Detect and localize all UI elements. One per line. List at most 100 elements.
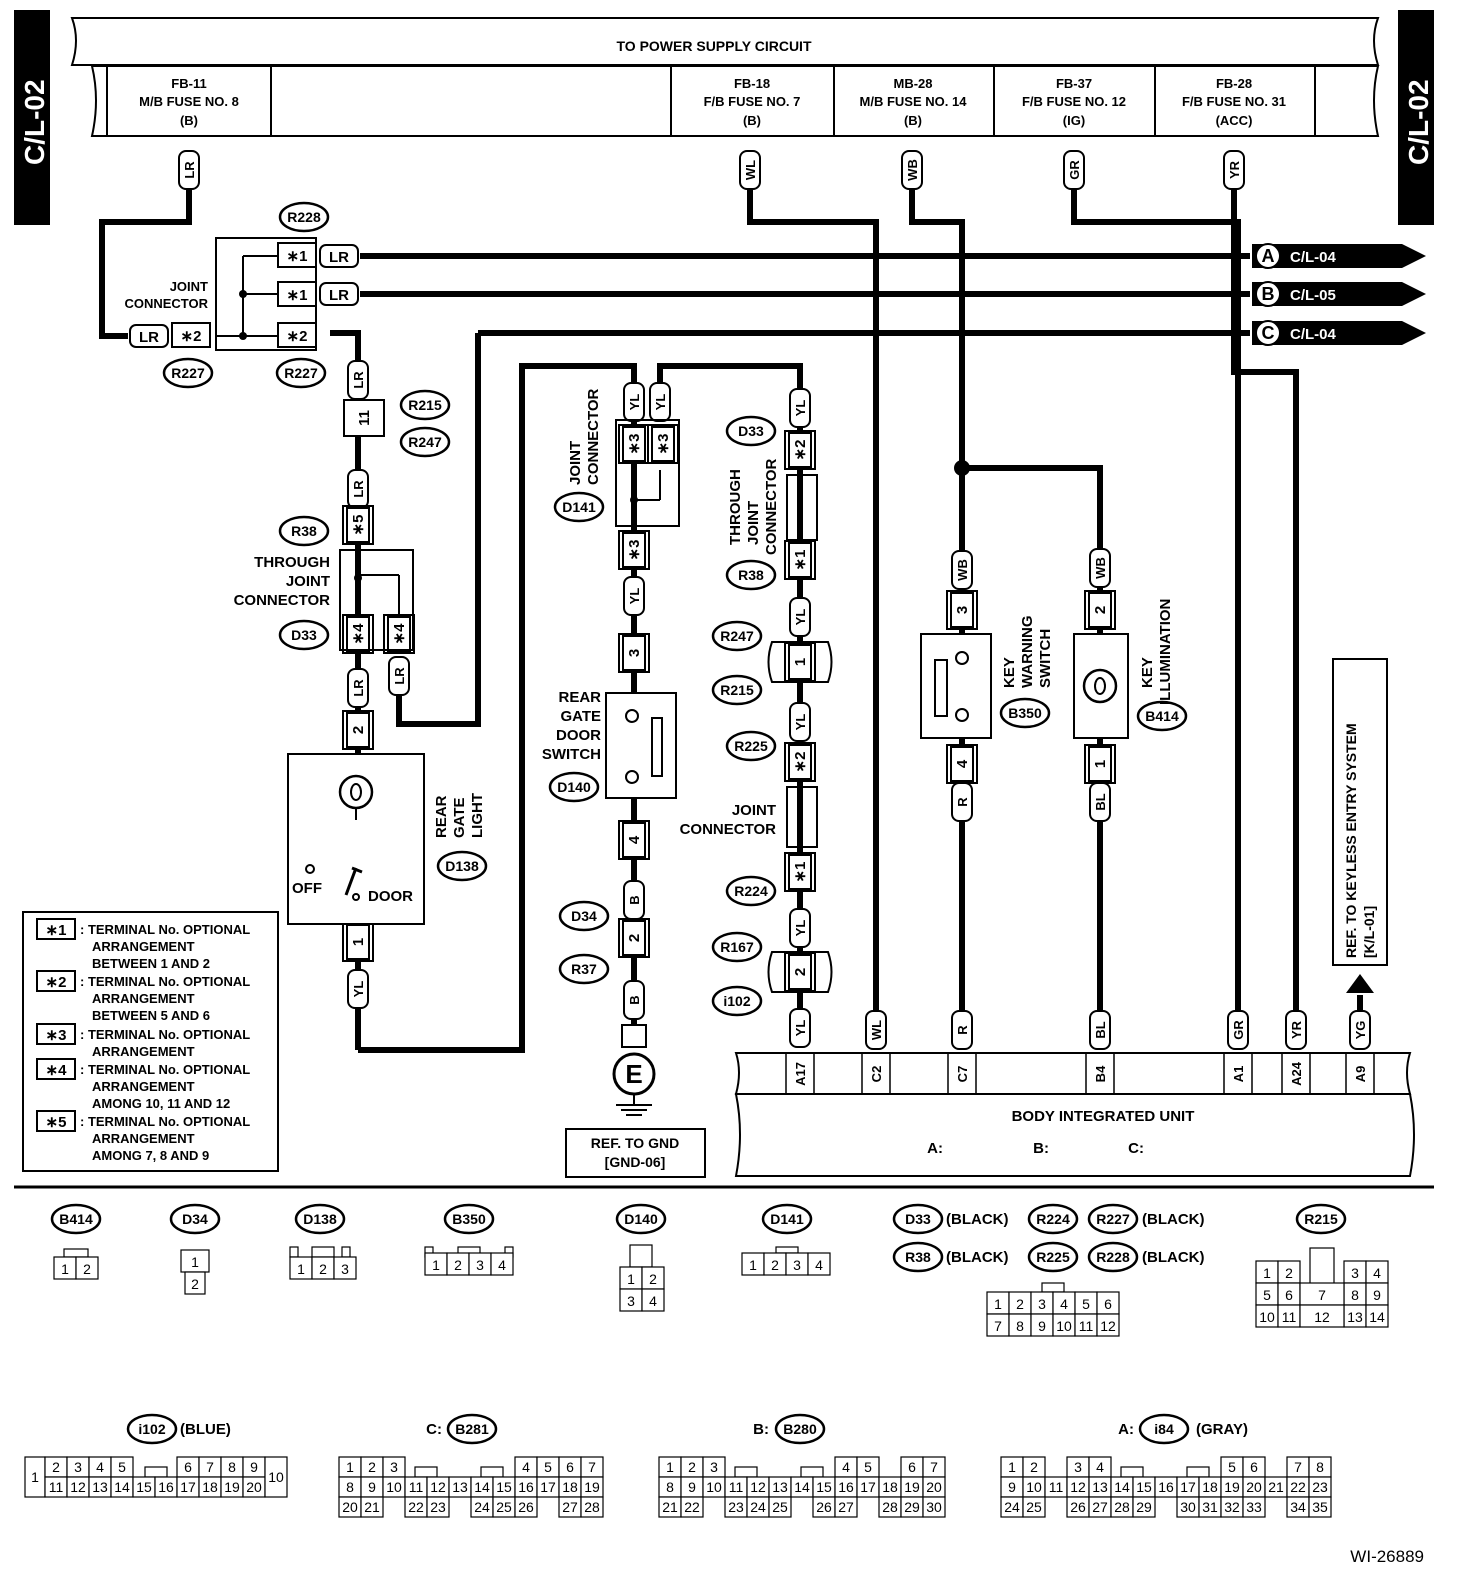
- svg-text:10: 10: [1056, 1318, 1072, 1334]
- svg-text:13: 13: [1092, 1479, 1108, 1495]
- svg-text:9: 9: [1008, 1479, 1016, 1495]
- svg-text:GR: GR: [1231, 1020, 1246, 1040]
- svg-text:19: 19: [1224, 1479, 1240, 1495]
- svg-text:D34: D34: [571, 908, 597, 924]
- terminal: ∗2: [784, 430, 816, 470]
- svg-text:19: 19: [904, 1479, 920, 1495]
- svg-text:13: 13: [452, 1479, 468, 1495]
- svg-text:YL: YL: [793, 920, 808, 937]
- svg-text:24: 24: [1004, 1499, 1020, 1515]
- ground-symbol: E REF. TO GND [GND-06]: [565, 1024, 706, 1178]
- svg-text:R: R: [955, 1025, 970, 1035]
- svg-text:WARNING: WARNING: [1019, 616, 1036, 689]
- svg-text:A24: A24: [1289, 1061, 1304, 1086]
- svg-text:∗5: ∗5: [350, 515, 367, 536]
- svg-text:11: 11: [356, 410, 373, 426]
- svg-text:2: 2: [1016, 1296, 1024, 1312]
- svg-text:28: 28: [882, 1499, 898, 1515]
- svg-text:(ACC): (ACC): [1216, 113, 1253, 128]
- svg-text:R37: R37: [571, 961, 597, 977]
- bu-pin: A24: [1281, 1053, 1311, 1094]
- svg-text:R167: R167: [720, 939, 754, 955]
- svg-text:16: 16: [158, 1479, 174, 1495]
- svg-text:7: 7: [1318, 1287, 1326, 1303]
- svg-text:9: 9: [250, 1459, 258, 1475]
- svg-text:JOINT: JOINT: [745, 501, 762, 545]
- svg-text:4: 4: [1096, 1459, 1104, 1475]
- svg-text:28: 28: [1114, 1499, 1130, 1515]
- svg-text:SWITCH: SWITCH: [542, 746, 601, 763]
- svg-text:DOOR: DOOR: [368, 888, 413, 905]
- svg-text:13: 13: [772, 1479, 788, 1495]
- svg-text:21: 21: [1268, 1479, 1284, 1495]
- svg-text:WL: WL: [743, 160, 758, 180]
- svg-text:∗4: ∗4: [391, 623, 408, 645]
- svg-text:15: 15: [496, 1479, 512, 1495]
- svg-text:4: 4: [815, 1257, 823, 1273]
- svg-text:3: 3: [627, 1293, 635, 1309]
- wire-label-wb: WB: [1089, 548, 1111, 588]
- svg-text:YL: YL: [653, 394, 668, 411]
- svg-text:DOOR: DOOR: [556, 727, 601, 744]
- connector-r215: R215: [399, 389, 451, 421]
- svg-text:(BLACK): (BLACK): [946, 1211, 1008, 1228]
- svg-text:A9: A9: [1353, 1066, 1368, 1083]
- svg-text:3: 3: [74, 1459, 82, 1475]
- svg-text:JOINT: JOINT: [170, 279, 208, 294]
- svg-text:∗1: ∗1: [46, 922, 67, 939]
- bu-pin: C2: [861, 1053, 891, 1094]
- svg-text:32: 32: [1224, 1499, 1240, 1515]
- svg-text:29: 29: [1136, 1499, 1152, 1515]
- connector-r247: R247: [711, 620, 763, 652]
- svg-text:4: 4: [626, 835, 643, 844]
- svg-text:16: 16: [518, 1479, 534, 1495]
- svg-text:12: 12: [430, 1479, 446, 1495]
- legend-item: ∗2: TERMINAL No. OPTIONALARRANGEMENTBETW…: [36, 970, 250, 1023]
- svg-text:BL: BL: [1093, 793, 1108, 810]
- svg-text:1: 1: [792, 658, 809, 666]
- terminal: ∗5: [342, 505, 374, 545]
- svg-text:M/B FUSE NO. 8: M/B FUSE NO. 8: [139, 94, 239, 109]
- svg-text:i102: i102: [138, 1421, 165, 1437]
- svg-text:LR: LR: [351, 679, 366, 697]
- power-supply-title: TO POWER SUPPLY CIRCUIT: [617, 38, 812, 54]
- svg-text:REAR: REAR: [433, 795, 450, 838]
- svg-text:∗5: ∗5: [46, 1114, 67, 1131]
- svg-text:B:: B:: [1033, 1140, 1049, 1157]
- svg-text:AMONG 10, 11 AND 12: AMONG 10, 11 AND 12: [92, 1096, 230, 1111]
- through-joint-connector-d33: THROUGH JOINT CONNECTOR: [234, 549, 414, 651]
- svg-text:ILLUMINATION: ILLUMINATION: [1157, 599, 1174, 705]
- svg-text:25: 25: [496, 1499, 512, 1515]
- svg-text:15: 15: [136, 1479, 152, 1495]
- legend-item: ∗4: TERMINAL No. OPTIONALARRANGEMENTAMON…: [36, 1058, 250, 1111]
- svg-text:R228: R228: [1096, 1249, 1130, 1265]
- wire-label-bl: BL: [1089, 1010, 1111, 1050]
- svg-text:R38: R38: [738, 567, 764, 583]
- svg-text:REF. TO KEYLESS ENTRY SYSTEM: REF. TO KEYLESS ENTRY SYSTEM: [1343, 723, 1359, 958]
- connector-r38: R38: [278, 515, 330, 547]
- svg-text:21: 21: [662, 1499, 678, 1515]
- connector-i102: i102: [711, 985, 763, 1017]
- body-integrated-unit: BODY INTEGRATED UNIT A: B: C:: [734, 1052, 1415, 1177]
- svg-text:∗1: ∗1: [792, 862, 809, 883]
- svg-text:YL: YL: [793, 1020, 808, 1037]
- svg-text:B350: B350: [452, 1211, 486, 1227]
- svg-text:1: 1: [350, 938, 367, 946]
- connector-b350: B350: [999, 697, 1051, 729]
- svg-text:YL: YL: [793, 400, 808, 417]
- svg-text:[K/L-01]: [K/L-01]: [1361, 906, 1377, 958]
- svg-text:8: 8: [1351, 1287, 1359, 1303]
- svg-text:9: 9: [368, 1479, 376, 1495]
- svg-text:THROUGH: THROUGH: [727, 469, 744, 545]
- svg-text:i84: i84: [1154, 1421, 1174, 1437]
- svg-text:27: 27: [1092, 1499, 1108, 1515]
- svg-text:WL: WL: [869, 1020, 884, 1040]
- svg-text:: TERMINAL No. OPTIONAL: : TERMINAL No. OPTIONAL: [80, 1114, 250, 1129]
- svg-text:R228: R228: [287, 209, 321, 225]
